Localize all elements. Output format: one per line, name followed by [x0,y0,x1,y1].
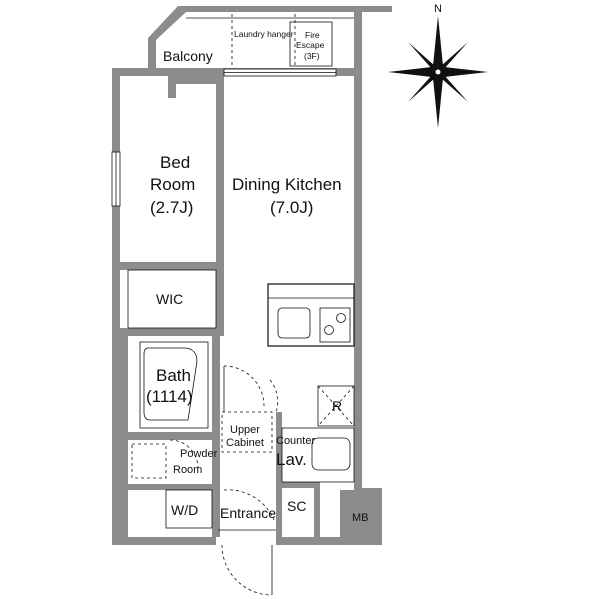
balcony-label: Balcony [163,48,213,64]
powder-room: Powder Room W/D [131,443,218,529]
dining-kitchen-size-label: (7.0J) [270,198,313,217]
bathroom: Bath (1114) [139,341,209,469]
entrance: Entrance [218,489,276,596]
meter-box-label: MB [352,512,369,524]
bedroom-label-2: Room [150,175,195,194]
interior-walls [120,76,346,537]
fire-escape-label-3: (3F) [304,51,320,61]
fire-escape-label-2: Escape [296,40,325,50]
balcony: Balcony Laundry hanger Fire Escape (3F) [148,6,392,68]
burner-icon [336,313,346,323]
bedroom-size-label: (2.7J) [150,198,193,217]
entrance-label: Entrance [220,505,276,521]
counter-lavatory: Counter Lav. [276,427,355,483]
lavatory-label: Lav. [276,450,307,469]
fridge-label: R [332,398,342,414]
wic-label: WIC [156,291,183,307]
bath-label: Bath [156,366,191,385]
upper-cabinet-label-1: Upper [230,424,260,436]
meter-box: MB [352,512,369,524]
north-label: N [434,3,442,15]
bedroom-label-1: Bed [160,153,190,172]
shoe-closet-label: SC [287,498,306,514]
bedroom: Bed Room (2.7J) [150,153,195,217]
powder-room-label-2: Room [173,464,202,476]
upper-cabinet: Upper Cabinet [221,411,273,453]
outer-walls [111,68,382,545]
laundry-hanger-label: Laundry hanger [234,29,294,39]
washer-dryer-label: W/D [171,502,198,518]
bath-size-label: (1114) [146,387,193,406]
upper-cabinet-label-2: Cabinet [226,437,264,449]
burner-icon [324,325,334,335]
dining-kitchen: Dining Kitchen (7.0J) R [223,175,355,427]
dining-kitchen-label: Dining Kitchen [232,175,342,194]
counter-label: Counter [276,435,315,447]
powder-room-label-1: Powder [180,448,218,460]
shoe-closet: SC [287,498,306,514]
compass-rose-icon: N [388,3,488,128]
walk-in-closet: WIC [127,269,217,329]
fire-escape-label-1: Fire [305,30,320,40]
